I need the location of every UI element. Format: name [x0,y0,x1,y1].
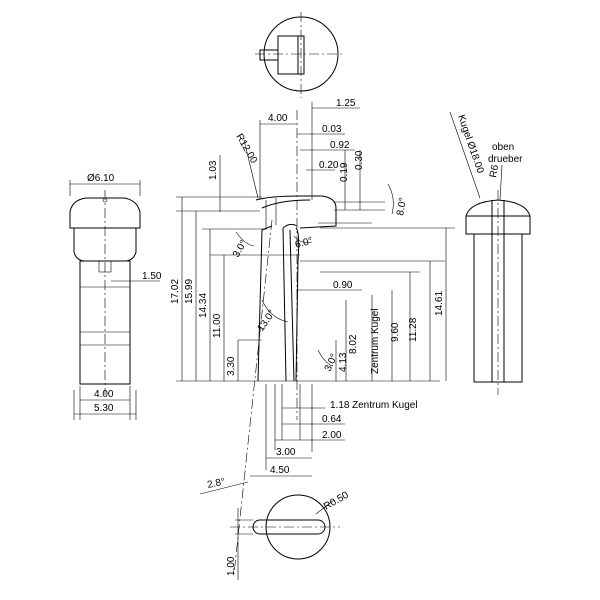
dim-9-60: 9.60 [390,322,401,342]
right-view: Kugel Ø18.00 oben drueber R6 [449,111,531,395]
dim-8-deg: 8.0° [395,197,409,217]
dim-0-03: 0.03 [322,124,342,135]
dim-3-30: 3.30 [226,356,237,376]
left-view: Ø6.10 1.50 4.00 5.30 [69,173,162,420]
dim-11-00: 11.00 [212,313,223,338]
label-kugel: Kugel Ø18.00 [455,113,485,175]
dim-3-00: 3.00 [276,447,296,458]
dim-13-deg: 13.0° [255,308,277,334]
dim-14-34: 14.34 [198,293,209,318]
dim-1-50: 1.50 [142,271,162,282]
dim-4-00-left: 4.00 [94,389,114,400]
dim-6-deg: 6.0° [294,236,314,251]
dim-0-90: 0.90 [333,280,353,291]
dim-r0-50: R0.50 [322,490,351,513]
dim-1-25: 1.25 [336,98,356,109]
dim-4-50: 4.50 [270,465,290,476]
dim-8-02: 8.02 [348,334,359,354]
dim-0-64: 0.64 [322,414,342,425]
dim-0-20: 0.20 [319,160,339,171]
label-zentrum-kugel-bottom: Zentrum Kugel [352,400,418,411]
dim-2-00: 2.00 [322,430,342,441]
dim-r12-00: R12.00 [233,132,259,166]
dim-2-8-deg: 2.8° [206,476,226,490]
dim-0-92: 0.92 [330,140,350,151]
label-drueber: drueber [488,154,523,165]
dim-0-30: 0.30 [354,150,365,170]
dim-diameter-6-10: Ø6.10 [87,173,115,184]
label-oben: oben [492,142,514,153]
dim-3-deg-a: 3.0° [231,238,249,259]
main-view: 1.25 4.00 0.03 0.92 0.20 0.19 0.30 R12.0… [170,98,455,575]
dim-1-18: 1.18 [330,400,350,411]
label-zentrum-kugel-vertical: Zentrum Kugel [370,308,381,374]
dim-11-28: 11.28 [408,317,419,342]
dim-1-03: 1.03 [208,160,219,180]
top-view [255,12,345,98]
label-r6: R6 [488,164,501,179]
dim-0-19: 0.19 [339,162,350,182]
dim-4-00-top: 4.00 [268,113,288,124]
bottom-view: R0.50 1.00 [226,490,351,580]
dim-14-61: 14.61 [434,291,445,316]
dim-15-99: 15.99 [184,279,195,304]
dim-5-30: 5.30 [94,403,114,414]
dim-4-13: 4.13 [338,352,349,372]
dim-17-02: 17.02 [170,279,181,304]
dim-1-00: 1.00 [226,556,237,576]
